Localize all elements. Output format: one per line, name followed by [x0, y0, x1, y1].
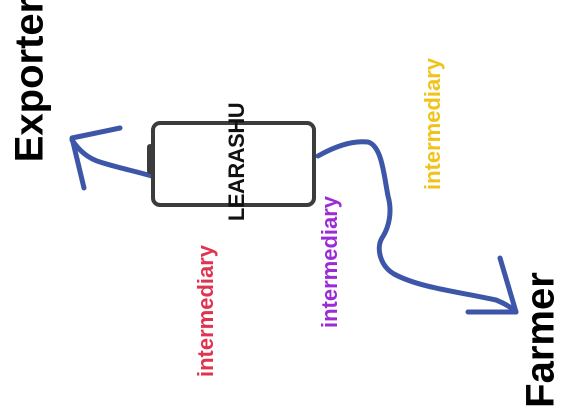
device-brand-label: LEARASHU — [224, 102, 249, 222]
phone-device — [151, 121, 316, 207]
arrow-to-exporter — [69, 137, 161, 181]
arrowhead-exporter — [69, 125, 123, 191]
intermediary-label-purple: intermediary — [317, 195, 342, 329]
arrow-to-farmer — [315, 139, 519, 315]
farmer-label: Farmer — [518, 272, 563, 408]
phone-camera-notch — [147, 144, 153, 174]
arrowhead-farmer — [465, 255, 519, 315]
intermediary-label-red: intermediary — [193, 244, 218, 378]
intermediary-label-yellow: intermediary — [420, 57, 445, 191]
exporter-label: Exporter — [7, 0, 52, 163]
